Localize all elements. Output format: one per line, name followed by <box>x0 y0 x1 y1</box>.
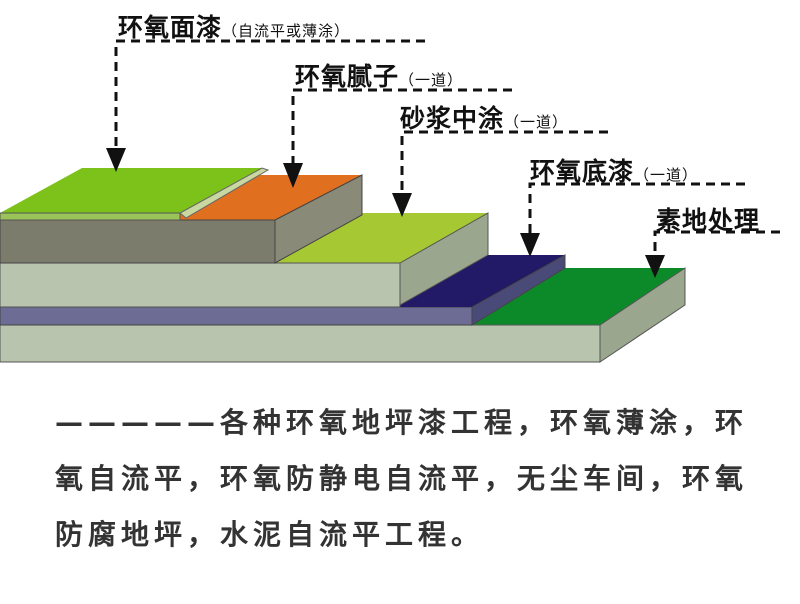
label-substrate: 素地处理 <box>656 201 760 237</box>
putty-right <box>274 174 363 264</box>
description-text: —————各种环氧地坪漆工程，环氧薄涂，环氧自流平，环氧防静电自流平，无尘车间，… <box>55 406 749 551</box>
topcoat-edge <box>179 167 270 219</box>
label-primer-name: 环氧底漆 <box>530 157 635 186</box>
label-topcoat: 环氧面漆（自流平或薄涂） <box>118 8 350 44</box>
base-slab-right <box>599 267 686 363</box>
primer-right <box>471 254 566 326</box>
callout-line-primer <box>528 182 745 235</box>
mortar-right <box>399 212 489 306</box>
mortar-front <box>0 262 401 308</box>
label-putty-note: （一道） <box>399 71 464 89</box>
arrow-mortar <box>392 193 412 217</box>
arrow-substrate <box>645 255 665 278</box>
arrow-primer <box>520 233 540 257</box>
label-mortar-note: （一道） <box>504 113 569 131</box>
callout-line-mortar <box>400 130 608 195</box>
base-slab-front <box>0 324 601 363</box>
label-topcoat-name: 环氧面漆 <box>118 13 223 42</box>
callout-line-substrate <box>653 230 780 258</box>
arrow-putty <box>283 163 303 188</box>
label-mortar-name: 砂浆中涂 <box>400 104 505 133</box>
callout-line-topcoat <box>114 39 425 150</box>
label-putty: 环氧腻子（一道） <box>295 57 463 93</box>
topcoat-front <box>0 212 181 221</box>
arrow-topcoat <box>106 148 126 172</box>
label-putty-name: 环氧腻子 <box>295 62 400 91</box>
label-primer-note: （一道） <box>634 166 699 184</box>
label-primer: 环氧底漆（一道） <box>530 152 698 188</box>
label-mortar: 砂浆中涂（一道） <box>400 99 568 135</box>
label-topcoat-note: （自流平或薄涂） <box>222 22 351 40</box>
primer-front <box>0 306 473 326</box>
topcoat-top <box>0 168 262 213</box>
putty-front <box>0 219 276 264</box>
callout-line-putty <box>291 88 512 165</box>
label-substrate-name: 素地处理 <box>656 206 761 235</box>
